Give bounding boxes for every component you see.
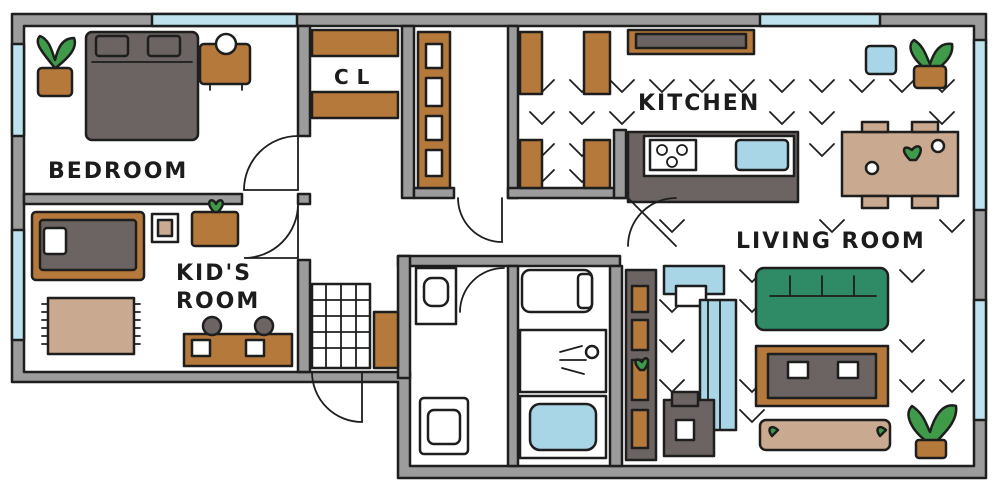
desk-icon bbox=[182, 315, 294, 368]
plant-icon bbox=[864, 38, 954, 90]
toilet-icon bbox=[520, 268, 594, 314]
sink-icon bbox=[414, 266, 458, 326]
closet: CL bbox=[310, 28, 400, 120]
bedroom-door bbox=[243, 135, 299, 191]
coffee-table-icon bbox=[754, 344, 890, 408]
living-room: LIVING ROOM bbox=[624, 197, 965, 462]
bench-icon bbox=[758, 418, 892, 452]
kids-room: KID'S ROOM bbox=[30, 199, 299, 368]
interior-walls bbox=[22, 24, 632, 468]
rug-icon bbox=[41, 296, 141, 356]
side-table-icon bbox=[190, 199, 240, 248]
kids-bed-icon bbox=[30, 210, 146, 282]
bedroom: BEDROOM bbox=[36, 30, 299, 191]
living-room-label: LIVING ROOM bbox=[736, 229, 926, 254]
picture-frame-icon bbox=[150, 212, 180, 244]
shower-icon bbox=[518, 328, 608, 394]
windows bbox=[10, 12, 988, 422]
kids-room-label-2: ROOM bbox=[176, 289, 260, 314]
tv-shelf-icon bbox=[624, 268, 658, 462]
entrance-door bbox=[311, 371, 363, 423]
kitchen-label: KITCHEN bbox=[638, 91, 760, 116]
plant-icon bbox=[907, 404, 958, 460]
living-door bbox=[627, 197, 677, 247]
desk-icon bbox=[662, 390, 716, 458]
lamp-icon bbox=[198, 32, 252, 91]
kitchen: KITCHEN bbox=[518, 28, 960, 210]
entrance bbox=[310, 282, 400, 423]
bedroom-label: BEDROOM bbox=[48, 159, 188, 184]
toilet-door bbox=[459, 267, 505, 313]
bathtub-icon bbox=[518, 394, 608, 460]
frame-icon bbox=[674, 284, 708, 308]
dining-table-icon bbox=[840, 120, 960, 210]
kitchen-island bbox=[626, 130, 800, 204]
closet-label: CL bbox=[334, 65, 377, 89]
sofa-icon bbox=[754, 266, 890, 332]
washing-machine-icon bbox=[418, 396, 470, 456]
kids-room-label-1: KID'S bbox=[176, 261, 252, 286]
stove-icon bbox=[626, 28, 756, 56]
bathroom bbox=[414, 266, 608, 460]
hall-door bbox=[457, 197, 503, 243]
plant-icon bbox=[36, 34, 77, 98]
hall-shelf bbox=[416, 30, 452, 190]
bed-icon bbox=[84, 30, 200, 142]
kids-room-door bbox=[243, 203, 299, 259]
